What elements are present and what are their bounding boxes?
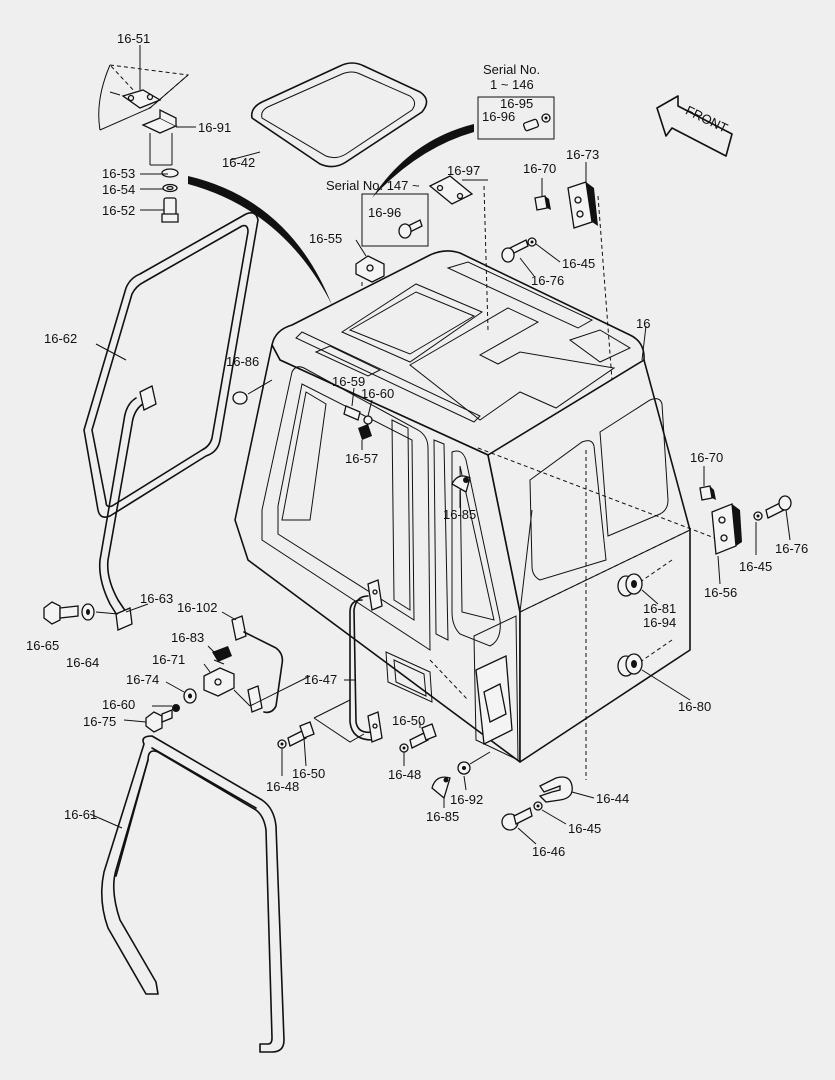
label-16-76-a: 16-76 [531, 273, 564, 288]
label-16-97: 16-97 [447, 163, 480, 178]
serial-box-1-146 [477, 96, 555, 140]
label-16-70-b: 16-70 [690, 450, 723, 465]
label-16-96-b: 16-96 [368, 205, 401, 220]
handle-16-102 [221, 611, 284, 714]
label-16-102: 16-102 [177, 600, 217, 615]
hinge-plate-16-73 [567, 162, 598, 229]
label-16-54: 16-54 [102, 182, 135, 197]
knob-16-85 [451, 475, 471, 493]
label-16-46: 16-46 [532, 844, 565, 859]
label-16-70-a: 16-70 [523, 161, 556, 176]
label-16-80: 16-80 [678, 699, 711, 714]
roof-bracket-detail [98, 45, 196, 166]
label-16-91: 16-91 [198, 120, 231, 135]
label-16-44: 16-44 [596, 791, 629, 806]
label-16-95: 16-95 [500, 96, 533, 111]
label-16-62: 16-62 [44, 331, 77, 346]
label-16-71: 16-71 [152, 652, 185, 667]
label-16-85-a: 16-85 [443, 507, 476, 522]
roof-fasteners [140, 168, 179, 223]
leader-lines [95, 91, 705, 665]
front-direction-arrow [656, 95, 733, 157]
label-16-53: 16-53 [102, 166, 135, 181]
catch-16-44 [538, 776, 595, 803]
label-16-57: 16-57 [345, 451, 378, 466]
label-16-63: 16-63 [140, 591, 173, 606]
cab-body-16 [234, 185, 721, 780]
label-16-51: 16-51 [117, 31, 150, 46]
label-16-64: 16-64 [66, 655, 99, 670]
label-16-65: 16-65 [26, 638, 59, 653]
label-16-50-a: 16-50 [392, 713, 425, 728]
side-plate-16-56 [699, 485, 792, 585]
label-16-45-b: 16-45 [739, 559, 772, 574]
cap-16-86 [232, 379, 273, 405]
label-serial-1: Serial No. [483, 62, 540, 77]
label-16: 16 [636, 316, 650, 331]
label-16-55: 16-55 [309, 231, 342, 246]
label-serial-2: 1 ~ 146 [490, 77, 534, 92]
label-16-47: 16-47 [304, 672, 337, 687]
label-16-48-a: 16-48 [266, 779, 299, 794]
part-labels: FRONT Serial No. 1 ~ 146 Serial No. 147 … [26, 31, 808, 859]
label-16-73: 16-73 [566, 147, 599, 162]
label-16-92: 16-92 [450, 792, 483, 807]
label-16-60-b: 16-60 [102, 697, 135, 712]
fasteners-16-59-16-57 [343, 405, 373, 440]
label-16-48-b: 16-48 [388, 767, 421, 782]
roof-glass-16-42 [229, 62, 428, 168]
label-16-74: 16-74 [126, 672, 159, 687]
label-16-45-c: 16-45 [568, 821, 601, 836]
label-16-42: 16-42 [222, 155, 255, 170]
door-glass-16-62 [83, 212, 259, 631]
door-frame-16-61 [89, 735, 285, 1053]
bolt-16-65 [43, 601, 149, 625]
label-16-86: 16-86 [226, 354, 259, 369]
label-16-52: 16-52 [102, 203, 135, 218]
bolt-16-75 [123, 704, 180, 733]
label-16-50-b: 16-50 [292, 766, 325, 781]
grab-handle-16-47 [313, 579, 383, 743]
label-16-76-b: 16-76 [775, 541, 808, 556]
label-16-94: 16-94 [643, 615, 676, 630]
label-16-75: 16-75 [83, 714, 116, 729]
serial-box-147 [361, 175, 488, 247]
label-16-56: 16-56 [704, 585, 737, 600]
knob-16-85-lower [431, 751, 491, 808]
clip-16-70-top [534, 178, 551, 211]
label-16-45-a: 16-45 [562, 256, 595, 271]
label-16-96-a: 16-96 [482, 109, 515, 124]
label-16-83: 16-83 [171, 630, 204, 645]
lock-assembly-16-71 [165, 645, 311, 707]
bolt-16-48-left [277, 721, 315, 776]
rollers-16-81-16-80 [617, 573, 691, 701]
label-16-60-a: 16-60 [361, 386, 394, 401]
screw-16-76-top [501, 237, 561, 277]
screw-16-46 [501, 801, 567, 845]
leader-arrow-serial [372, 124, 474, 198]
label-16-61: 16-61 [64, 807, 97, 822]
label-16-85-b: 16-85 [426, 809, 459, 824]
label-16-81: 16-81 [643, 601, 676, 616]
bracket-16-55 [355, 239, 385, 300]
label-serial-147: Serial No. 147 ~ [326, 178, 420, 193]
label-16-59: 16-59 [332, 374, 365, 389]
bolt-16-48-right [399, 722, 437, 766]
